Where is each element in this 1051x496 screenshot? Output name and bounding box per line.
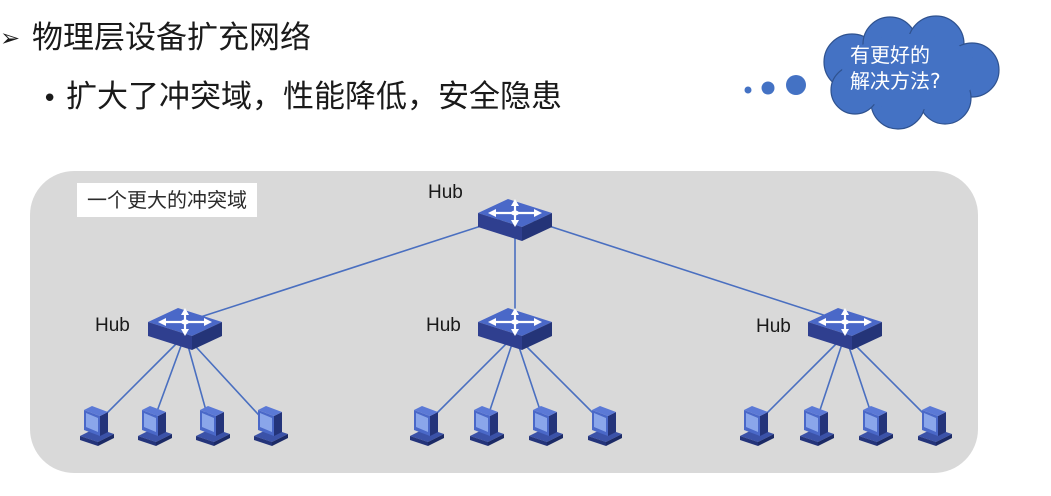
subpoint-bullet: • 扩大了冲突域，性能降低，安全隐患	[42, 76, 562, 120]
arrow-bullet-icon: ➢	[0, 24, 21, 52]
cloud-shape	[823, 15, 1000, 130]
hub-left-label: Hub	[95, 315, 130, 336]
hub-middle-label: Hub	[426, 315, 461, 336]
pc-icon	[196, 406, 230, 446]
cloud-text: 有更好的 解决方法?	[850, 42, 941, 94]
pc-icon	[254, 406, 288, 446]
pc-icon	[588, 406, 622, 446]
cloud-line-2: 解决方法?	[850, 69, 941, 93]
hub-right-label: Hub	[756, 316, 791, 337]
collision-domain-label: 一个更大的冲突域	[77, 183, 257, 217]
cloud-line-1: 有更好的	[850, 43, 930, 67]
pc-icon	[918, 406, 952, 446]
pcs-middle	[410, 406, 622, 446]
pc-icon	[529, 406, 563, 446]
pc-icon	[859, 406, 893, 446]
thought-dot-large	[786, 75, 806, 95]
subpoint-text: 扩大了冲突域，性能降低，安全隐患	[66, 79, 562, 115]
hub-top-label: Hub	[428, 182, 463, 203]
link-top-right	[514, 214, 846, 323]
pc-icon	[138, 406, 172, 446]
thought-dot-small	[744, 86, 752, 94]
pcs-right	[740, 406, 952, 446]
thought-cloud	[740, 10, 1010, 130]
heading-bullet: ➢ 物理层设备扩充网络	[0, 18, 311, 58]
link-top-left	[184, 214, 516, 323]
thought-dot-medium	[761, 81, 775, 95]
pc-icon	[800, 406, 834, 446]
heading-text: 物理层设备扩充网络	[32, 20, 311, 56]
dot-bullet-icon: •	[42, 84, 58, 114]
pc-icon	[470, 406, 504, 446]
hub-top-icon	[476, 197, 554, 243]
hub-middle-icon	[476, 306, 554, 352]
